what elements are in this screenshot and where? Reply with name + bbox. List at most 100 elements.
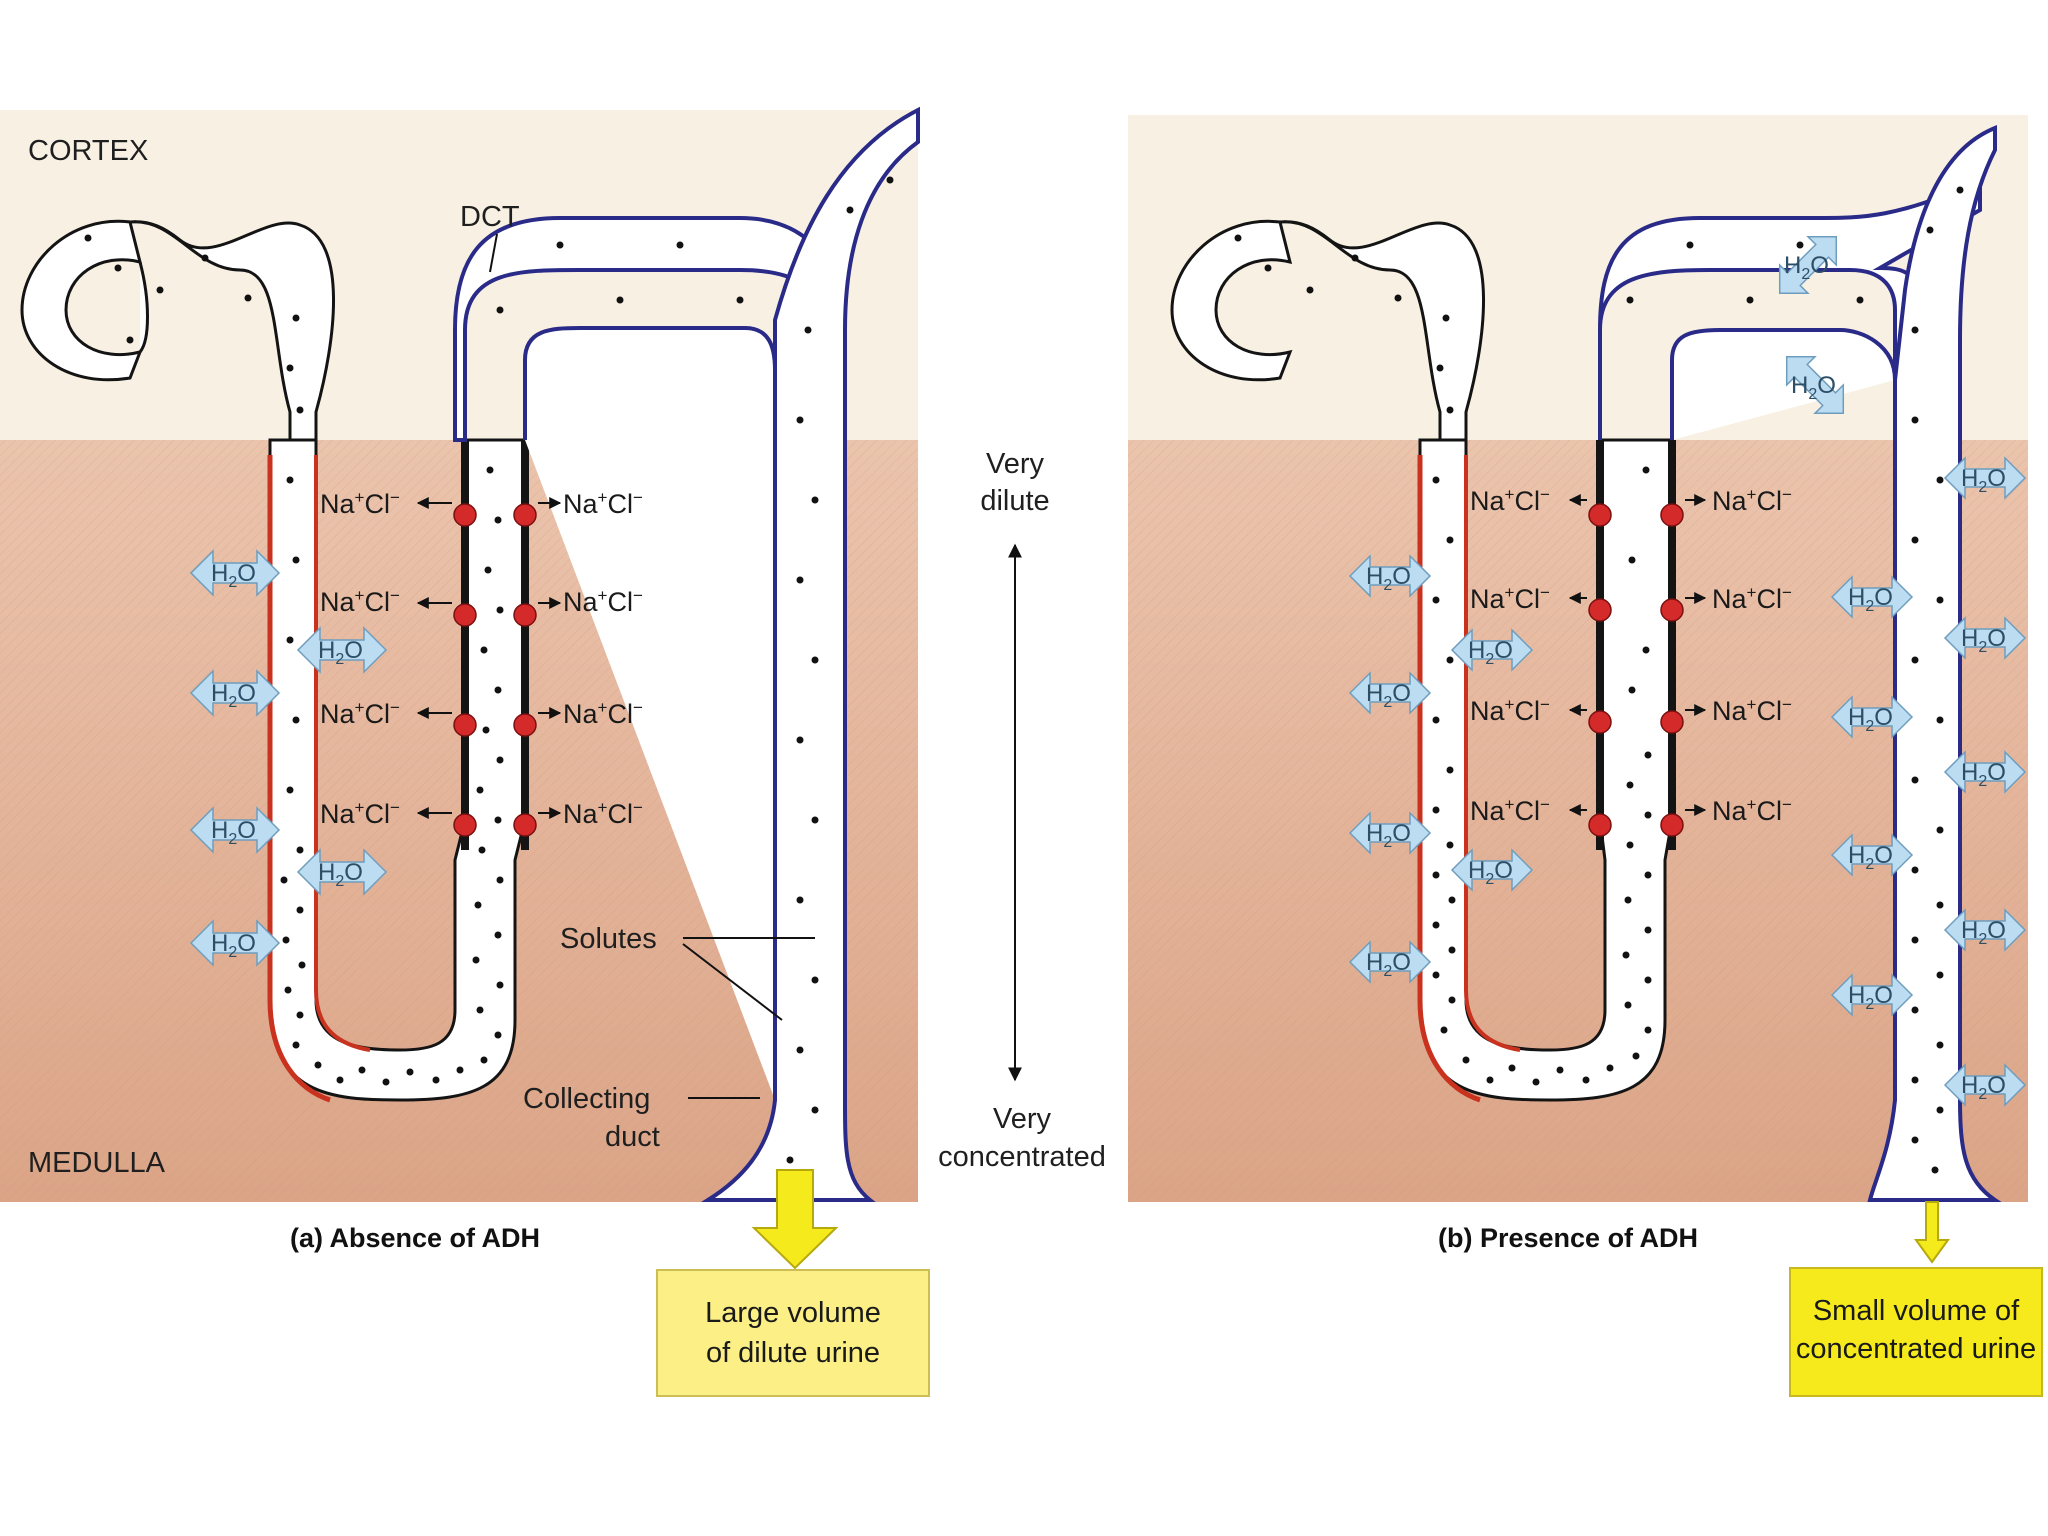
solute-dot bbox=[496, 876, 504, 884]
solute-dot bbox=[84, 234, 92, 242]
solute-dot bbox=[1936, 596, 1944, 604]
solute-dot bbox=[811, 976, 819, 984]
water-arrows: H2O H2O H2O H2O H2O H2O bbox=[189, 549, 388, 967]
svg-text:H2O: H2O bbox=[1848, 982, 1893, 1013]
solute-dot bbox=[480, 1056, 488, 1064]
water-arrow: H2O bbox=[1830, 973, 1914, 1017]
urine-output-text: of dilute urine bbox=[706, 1337, 880, 1369]
descending-limb-red-wall bbox=[267, 455, 331, 1103]
solute-dot bbox=[1644, 871, 1652, 879]
na-cl-label: Na+Cl− bbox=[1712, 795, 1792, 826]
solute-dot bbox=[406, 1068, 414, 1076]
solute-dot bbox=[1856, 296, 1864, 304]
pump bbox=[1588, 710, 1612, 734]
nephron-b: Na+Cl− Na+Cl− Na+Cl− Na+Cl− Na+Cl− Na+Cl… bbox=[1170, 125, 2043, 1397]
solute-dot bbox=[1440, 1026, 1448, 1034]
na-cl-label: Na+Cl− bbox=[1712, 583, 1792, 614]
solute-dot bbox=[1936, 476, 1944, 484]
solute-dot bbox=[1306, 286, 1314, 294]
urine-output-box bbox=[656, 1269, 930, 1397]
water-arrow: H2O bbox=[1348, 554, 1432, 598]
pump bbox=[453, 813, 477, 837]
solute-dot bbox=[1642, 646, 1650, 654]
pump bbox=[1660, 813, 1684, 837]
nephron-a: Na+Cl− Na+Cl− Na+Cl− Na+Cl− Na+Cl− Na+Cl… bbox=[20, 106, 930, 1397]
svg-text:H2O: H2O bbox=[211, 560, 256, 591]
solute-dot bbox=[296, 906, 304, 914]
solute-dot bbox=[358, 1066, 366, 1074]
solute-dot bbox=[676, 241, 684, 249]
dct-label: DCT bbox=[460, 201, 520, 233]
solute-dot bbox=[472, 956, 480, 964]
water-arrow: H2O bbox=[1348, 671, 1432, 715]
solute-dot bbox=[1556, 1066, 1564, 1074]
solute-dot bbox=[292, 716, 300, 724]
na-cl-label: Na+Cl− bbox=[1470, 695, 1550, 726]
svg-text:H2O: H2O bbox=[1366, 563, 1411, 594]
na-cl-label: Na+Cl− bbox=[563, 698, 643, 729]
solute-dot bbox=[1911, 866, 1919, 874]
gradient-top-label: dilute bbox=[980, 485, 1049, 517]
solute-dot bbox=[1911, 1006, 1919, 1014]
solute-dot bbox=[1626, 781, 1634, 789]
solute-dot bbox=[474, 901, 482, 909]
water-arrow: H2O bbox=[1450, 848, 1534, 892]
solute-dot bbox=[1432, 871, 1440, 879]
collecting-duct bbox=[1867, 125, 2002, 1202]
solute-dot bbox=[796, 1046, 804, 1054]
solute-dot bbox=[494, 516, 502, 524]
solutes-leader bbox=[682, 943, 783, 1021]
solute-dot bbox=[1746, 296, 1754, 304]
solute-dot bbox=[1936, 716, 1944, 724]
solute-dot bbox=[1911, 776, 1919, 784]
water-arrow: H2O bbox=[296, 848, 388, 896]
solute-dot bbox=[1911, 326, 1919, 334]
solute-dot bbox=[1624, 896, 1632, 904]
solute-dot bbox=[1622, 951, 1630, 959]
solute-dot bbox=[1432, 596, 1440, 604]
urine-output-text: Large volume bbox=[705, 1297, 881, 1329]
solute-dot bbox=[382, 1078, 390, 1086]
pump bbox=[513, 503, 537, 527]
na-cl-label: Na+Cl− bbox=[320, 488, 400, 519]
solute-dot bbox=[496, 306, 504, 314]
water-arrows: H2O H2O H2O H2O H2O H2O H2O H2O H2O H2O … bbox=[1348, 235, 2027, 1107]
svg-text:H2O: H2O bbox=[1784, 252, 1829, 283]
urine-arrow bbox=[1914, 1201, 1950, 1264]
ion-arrows bbox=[416, 497, 562, 819]
solute-dot bbox=[1936, 826, 1944, 834]
distal-convoluted-tubule bbox=[1598, 176, 1982, 440]
na-cl-label: Na+Cl− bbox=[563, 586, 643, 617]
pump bbox=[453, 713, 477, 737]
solute-dot bbox=[1936, 901, 1944, 909]
solute-dot bbox=[456, 1066, 464, 1074]
solutes-label: Solutes bbox=[560, 923, 657, 955]
solute-dot bbox=[486, 466, 494, 474]
solute-dot bbox=[1936, 1041, 1944, 1049]
solute-dot bbox=[1644, 1026, 1652, 1034]
solute-dot bbox=[1446, 766, 1454, 774]
gradient-bottom-label: concentrated bbox=[938, 1141, 1106, 1173]
solute-dot bbox=[244, 294, 252, 302]
na-cl-label: Na+Cl− bbox=[563, 798, 643, 829]
solute-dot bbox=[1644, 811, 1652, 819]
na-cl-label: Na+Cl− bbox=[1470, 583, 1550, 614]
svg-text:H2O: H2O bbox=[1961, 759, 2006, 790]
solute-dots bbox=[84, 176, 894, 1164]
water-arrow: H2O bbox=[1943, 1063, 2027, 1107]
water-arrow: H2O bbox=[1943, 616, 2027, 660]
svg-text:H2O: H2O bbox=[1366, 680, 1411, 711]
solute-dot bbox=[296, 406, 304, 414]
solute-dot bbox=[284, 986, 292, 994]
solute-dot bbox=[811, 656, 819, 664]
solute-dot bbox=[796, 576, 804, 584]
dct-leader bbox=[489, 233, 498, 273]
urine-output-text: Small volume of bbox=[1813, 1295, 2020, 1327]
solute-dot bbox=[482, 726, 490, 734]
na-cl-label: Na+Cl− bbox=[563, 488, 643, 519]
svg-text:H2O: H2O bbox=[1468, 637, 1513, 668]
pump bbox=[453, 503, 477, 527]
na-cl-label: Na+Cl− bbox=[1712, 695, 1792, 726]
solute-dot bbox=[282, 936, 290, 944]
solute-dot bbox=[476, 1006, 484, 1014]
